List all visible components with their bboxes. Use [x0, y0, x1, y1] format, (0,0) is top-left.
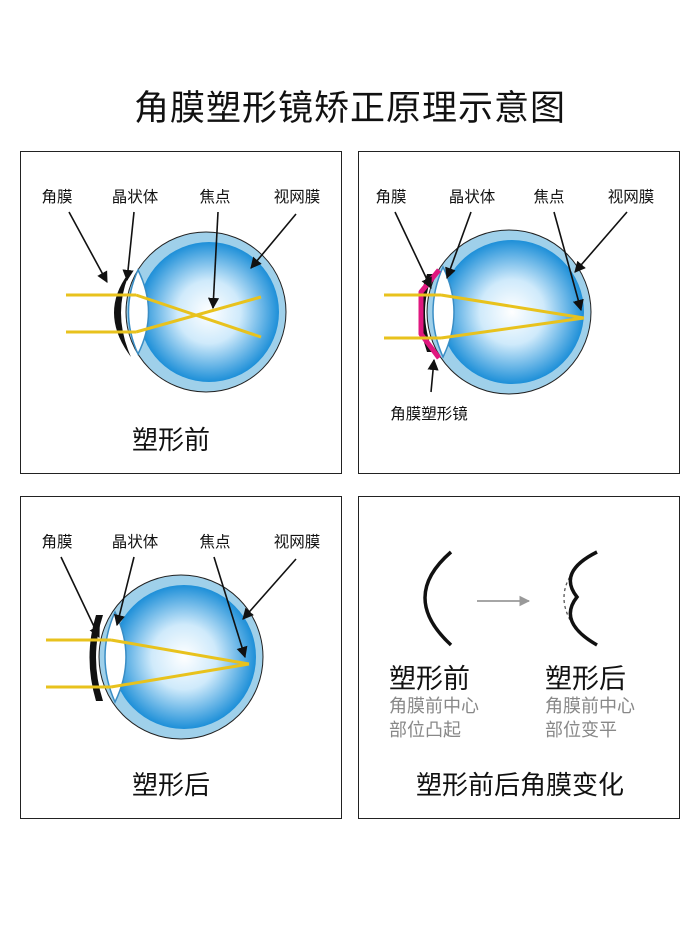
light-ray	[110, 662, 250, 689]
label-retina: 视网膜	[607, 188, 655, 206]
panel-after: 角膜 晶状体 焦点 视网膜 塑形后	[20, 496, 342, 819]
label-retina: 视网膜	[273, 188, 321, 206]
pointer-arrow	[445, 211, 472, 280]
pointer-arrow	[574, 211, 628, 273]
label-cornea: 角膜	[375, 188, 407, 206]
label-focus: 焦点	[199, 188, 231, 206]
pointer-arrow	[250, 213, 297, 269]
panel-cornea-change: 塑形前 角膜前中心 部位凸起 塑形后 角膜前中心 部位变平 塑形前后角膜变化	[358, 496, 680, 819]
label-lens: 晶状体	[111, 188, 159, 206]
eye-diagram-before	[66, 211, 297, 393]
panel-caption: 塑形前	[131, 426, 211, 456]
pointer-arrow	[213, 556, 248, 659]
label-focus: 焦点	[199, 533, 231, 551]
pointer-arrow	[207, 211, 220, 310]
label-cornea: 角膜	[41, 533, 73, 551]
pointer-arrow	[60, 556, 100, 639]
panel-caption: 塑形前后角膜变化	[415, 771, 625, 801]
pointer-arrow	[394, 211, 432, 290]
after-desc-line2: 部位变平	[545, 720, 617, 741]
before-title: 塑形前	[389, 664, 470, 695]
before-desc-line2: 部位凸起	[389, 720, 461, 741]
eye-inner-globe	[112, 585, 256, 729]
pointer-arrow	[122, 211, 135, 282]
panel-before: 角膜 晶状体 焦点 视网膜 塑形前	[20, 151, 342, 474]
label-lens: 晶状体	[448, 188, 496, 206]
eye-diagram-with-lens	[384, 211, 628, 395]
pointer-arrow	[68, 211, 108, 283]
after-desc-line1: 角膜前中心	[545, 696, 635, 717]
pointer-arrow	[427, 358, 439, 393]
panel-caption: 塑形后	[131, 771, 211, 801]
label-cornea: 角膜	[41, 188, 73, 206]
cornea-curve-after	[568, 550, 598, 647]
pointer-arrow	[242, 558, 297, 620]
page-title: 角膜塑形镜矫正原理示意图	[133, 89, 566, 129]
cornea-curve-before	[423, 550, 453, 647]
pointer-arrow	[114, 556, 135, 627]
cornea-shape	[114, 270, 131, 357]
eye-diagram-after	[46, 556, 297, 740]
label-lens: 晶状体	[111, 533, 159, 551]
light-ray	[440, 316, 585, 340]
pointer-arrow	[553, 211, 584, 312]
after-title: 塑形后	[545, 664, 626, 695]
light-ray	[110, 638, 250, 666]
label-ortho-k-lens: 角膜塑形镜	[390, 405, 468, 423]
panel-with-lens: 角膜 晶状体 焦点 视网膜 角膜塑形镜	[358, 151, 680, 474]
eye-inner-globe	[440, 240, 584, 384]
cornea-change-diagram	[423, 550, 598, 647]
label-focus: 焦点	[533, 188, 565, 206]
light-ray	[135, 295, 262, 334]
light-ray	[440, 293, 585, 320]
label-retina: 视网膜	[273, 533, 321, 551]
before-desc-line1: 角膜前中心	[389, 696, 479, 717]
